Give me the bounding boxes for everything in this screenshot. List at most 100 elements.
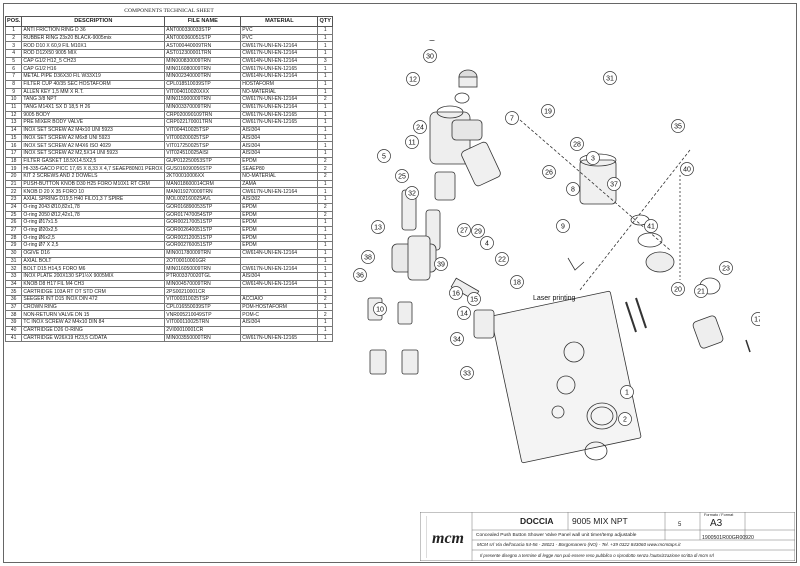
cell-pos: 8 (4, 79, 23, 89)
cell-description: CARTRIDGE 103A RT OT STD CRM (21, 287, 166, 297)
cell-file-name: 2PS00210001CR (164, 287, 242, 297)
cell-file-name: 2KT00010006XX (164, 172, 242, 181)
callout-number: 1 (625, 389, 629, 396)
cell-pos: 30 (4, 248, 23, 258)
cell-pos: 3 (4, 41, 23, 51)
cell-file-name: VIT017250025TSP (164, 141, 242, 150)
cell-pos: 19 (4, 164, 23, 174)
metal-pipe-part (461, 141, 501, 187)
callout-number: 2 (623, 416, 627, 423)
cell-description: TC INOX SCREW A2 M4x10 DIN 84 (21, 318, 166, 327)
cell-qty: 1 (317, 318, 333, 327)
cell-material: CW617N-UNI-EN-12165 (240, 110, 319, 120)
cell-pos: 34 (4, 279, 23, 289)
cell-description: CROWN RING (21, 302, 166, 312)
cell-qty: 1 (317, 195, 333, 204)
cell-qty: 1 (317, 64, 333, 74)
format-label: Formato / Format (704, 513, 734, 517)
callout-circle (694, 284, 708, 298)
cell-description: AXIAL SPRING D19,5 H40 FILO1,3 7 SPIRE (21, 195, 166, 204)
callout-number: 35 (674, 123, 682, 130)
cell-pos: 38 (4, 310, 23, 320)
cell-qty: 2 (317, 210, 333, 220)
cell-material: AISI304 (240, 318, 319, 327)
cell-material: ACCIAIO (240, 295, 319, 304)
callout-circle (428, 40, 436, 41)
cell-pos: 29 (4, 241, 23, 250)
cell-description: INOX SET SCREW A2 M4x10 UNI 5923 (21, 125, 166, 135)
cell-pos: 27 (4, 225, 23, 235)
callout-number: 3 (591, 155, 595, 162)
cell-description: FILTER CUP 40/35 SEC HOSTAFORM (21, 79, 166, 89)
cell-material: POM-HOSTAFORM (240, 302, 319, 312)
callout-circle (556, 219, 570, 233)
cell-material: EPDM (240, 241, 319, 250)
cell-material (240, 287, 319, 297)
callout-number: 13 (374, 224, 382, 231)
callout-number: 27 (460, 227, 468, 234)
company-address: MCM srl Via dell'acacia 54-56 - 28021 - … (477, 542, 681, 547)
callout-circle (620, 385, 634, 399)
cell-pos: 39 (4, 318, 23, 327)
cell-description: OGIVE D16 (21, 248, 166, 258)
callout-circle (471, 224, 485, 238)
header-pos: POS. (4, 16, 23, 27)
cell-description: RUBBER RING 23x20 BLACK-9005mix (21, 33, 166, 43)
cell-qty: 1 (317, 102, 333, 112)
cell-file-name: MIN016080009TRN (164, 64, 242, 74)
callout-number: 14 (460, 310, 468, 317)
callout-number: 28 (573, 141, 581, 148)
cell-file-name: MAN019270009TRN (164, 187, 242, 197)
cell-description: O-ring Ø20x2,5 (21, 225, 166, 235)
cell-material: CW617N-UNI-EN-12164 (240, 102, 319, 112)
cell-material: AISI302 (240, 195, 319, 204)
title-block-grid (420, 512, 795, 561)
format-value: A3 (710, 518, 723, 529)
cell-file-name: VIT000310025TSP (164, 295, 242, 304)
cell-material: AISI304 (240, 149, 319, 158)
callout-number: 26 (545, 169, 553, 176)
callout-number: 4 (485, 240, 489, 247)
callout-circle (751, 312, 760, 326)
cell-qty: 1 (317, 72, 333, 81)
cell-file-name: MIN001780009TRN (164, 248, 242, 258)
sheet-border (3, 3, 797, 563)
callout-circle (423, 49, 437, 63)
cell-file-name: CPL016550039STP (164, 302, 242, 312)
push-button-knob-part (692, 315, 724, 349)
callout-circle (460, 366, 474, 380)
cell-file-name: 2OT00010001GR (164, 256, 242, 266)
cell-material: EPDM (240, 225, 319, 235)
cell-pos: 12 (4, 110, 23, 120)
cell-material (240, 256, 319, 266)
cell-pos: 40 (4, 325, 23, 335)
cell-qty: 2 (317, 172, 333, 181)
cell-file-name: CRP020090109TRN (164, 110, 242, 120)
cell-file-name: ANT000330033STP (164, 26, 242, 35)
callout-number: 7 (510, 115, 514, 122)
cell-material: HOSTAFORM (240, 79, 319, 89)
cell-file-name: AST000440009TRN (164, 41, 242, 51)
callout-circle (361, 250, 375, 264)
cell-material: EPDM (240, 210, 319, 220)
sheet-number: 5 (678, 522, 682, 528)
cell-pos: 22 (4, 187, 23, 197)
cell-material: CW617N-UNI-EN-12165 (240, 333, 319, 343)
drawing-name: DOCCIA (520, 516, 554, 526)
cell-file-name: GOR017470054STP (164, 210, 242, 220)
cell-qty: 1 (317, 241, 333, 250)
allen-key-part (567, 257, 585, 271)
cell-qty: 2 (317, 95, 333, 104)
cell-material: EPDM (240, 233, 319, 243)
